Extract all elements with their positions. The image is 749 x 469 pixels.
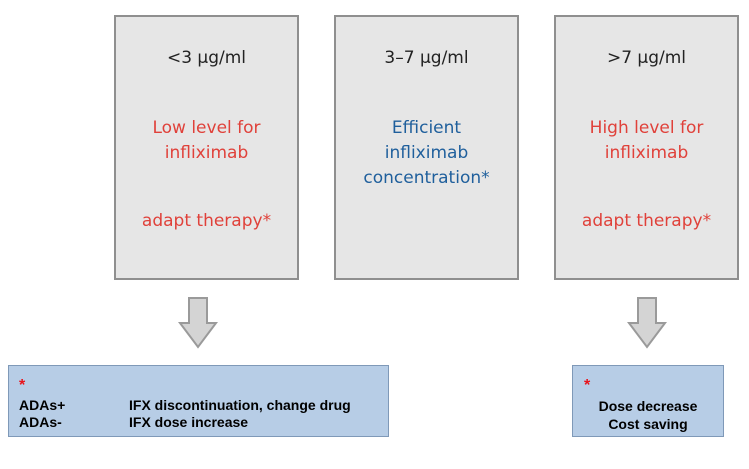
action-label: adapt therapy* bbox=[141, 211, 272, 231]
status-line: concentration* bbox=[363, 168, 490, 188]
range-label: >7 µg/ml bbox=[606, 48, 687, 68]
note-low-level: * ADAs+ IFX discontinuation, change drug… bbox=[8, 365, 389, 437]
action-label: adapt therapy* bbox=[581, 211, 712, 231]
status-line: infliximab bbox=[164, 143, 249, 163]
recommendation-line: Dose decrease bbox=[598, 398, 698, 414]
asterisk-mark: * bbox=[19, 377, 26, 394]
ada-label: ADAs- bbox=[19, 414, 62, 430]
ada-recommendation: IFX discontinuation, change drug bbox=[129, 397, 351, 413]
asterisk-mark: * bbox=[584, 377, 591, 394]
down-arrow-icon bbox=[627, 297, 667, 349]
range-label: 3–7 µg/ml bbox=[384, 48, 469, 68]
ada-recommendation: IFX dose increase bbox=[129, 414, 249, 430]
status-line: infliximab bbox=[384, 143, 469, 163]
note-high-level: * Dose decrease Cost saving bbox=[572, 365, 724, 437]
status-line: Low level for bbox=[152, 118, 261, 138]
status-line: infliximab bbox=[604, 143, 689, 163]
ada-label: ADAs+ bbox=[19, 397, 66, 413]
status-line: Efficient bbox=[391, 118, 462, 138]
box-efficient-level: 3–7 µg/ml Efficient infliximab concentra… bbox=[334, 15, 519, 280]
box-low-level: <3 µg/ml Low level for infliximab adapt … bbox=[114, 15, 299, 280]
box-high-level: >7 µg/ml High level for infliximab adapt… bbox=[554, 15, 739, 280]
recommendation-line: Cost saving bbox=[608, 416, 688, 432]
range-label: <3 µg/ml bbox=[166, 48, 247, 68]
down-arrow-icon bbox=[178, 297, 218, 349]
status-line: High level for bbox=[589, 118, 704, 138]
